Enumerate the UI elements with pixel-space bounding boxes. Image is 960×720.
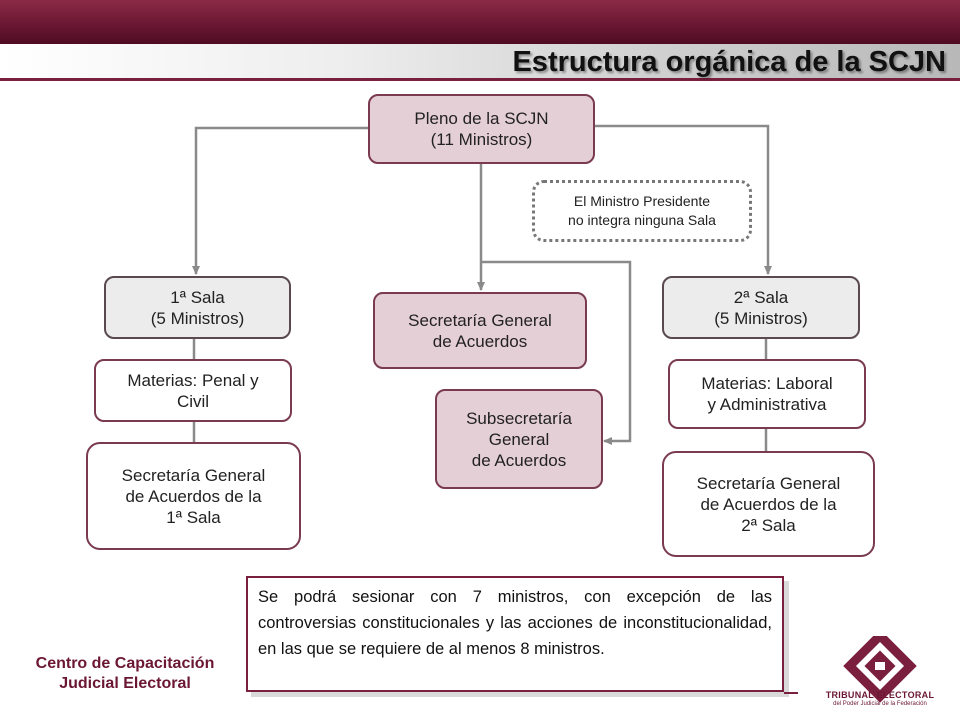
presidente-note: El Ministro Presidente no integra ningun…: [532, 180, 752, 242]
subsecretaria-box: Subsecretaría General de Acuerdos: [435, 389, 603, 489]
materias-sala1-box: Materias: Penal y Civil: [94, 359, 292, 422]
secretaria-general-box: Secretaría General de Acuerdos: [373, 292, 587, 369]
connector-pleno-sala1: [192, 126, 370, 275]
sala2-box: 2ª Sala (5 Ministros): [662, 276, 860, 339]
top-banner: [0, 0, 960, 44]
secretaria-sala2-box: Secretaría General de Acuerdos de la 2ª …: [662, 451, 875, 557]
materias-sala2-box: Materias: Laboral y Administrativa: [668, 359, 866, 429]
connector-to-subsecretaria: [481, 260, 632, 445]
footer-divider: [784, 692, 798, 694]
pleno-box: Pleno de la SCJN (11 Ministros): [368, 94, 595, 164]
title-bar: [0, 44, 960, 81]
connector-pleno-sala2: [594, 124, 772, 275]
quorum-info-text: Se podrá sesionar con 7 ministros, con e…: [246, 576, 784, 692]
tribunal-electoral-logo-icon: [843, 636, 917, 703]
secretaria-sala1-box: Secretaría General de Acuerdos de la 1ª …: [86, 442, 301, 550]
centro-capacitacion-label: Centro de Capacitación Judicial Electora…: [35, 655, 215, 692]
page-title: Estructura orgánica de la SCJN: [512, 46, 946, 78]
logo-name: TRIBUNAL ELECTORAL: [825, 690, 935, 700]
sala1-box: 1ª Sala (5 Ministros): [104, 276, 291, 339]
logo-subtitle: del Poder Judicial de la Federación: [833, 701, 927, 707]
